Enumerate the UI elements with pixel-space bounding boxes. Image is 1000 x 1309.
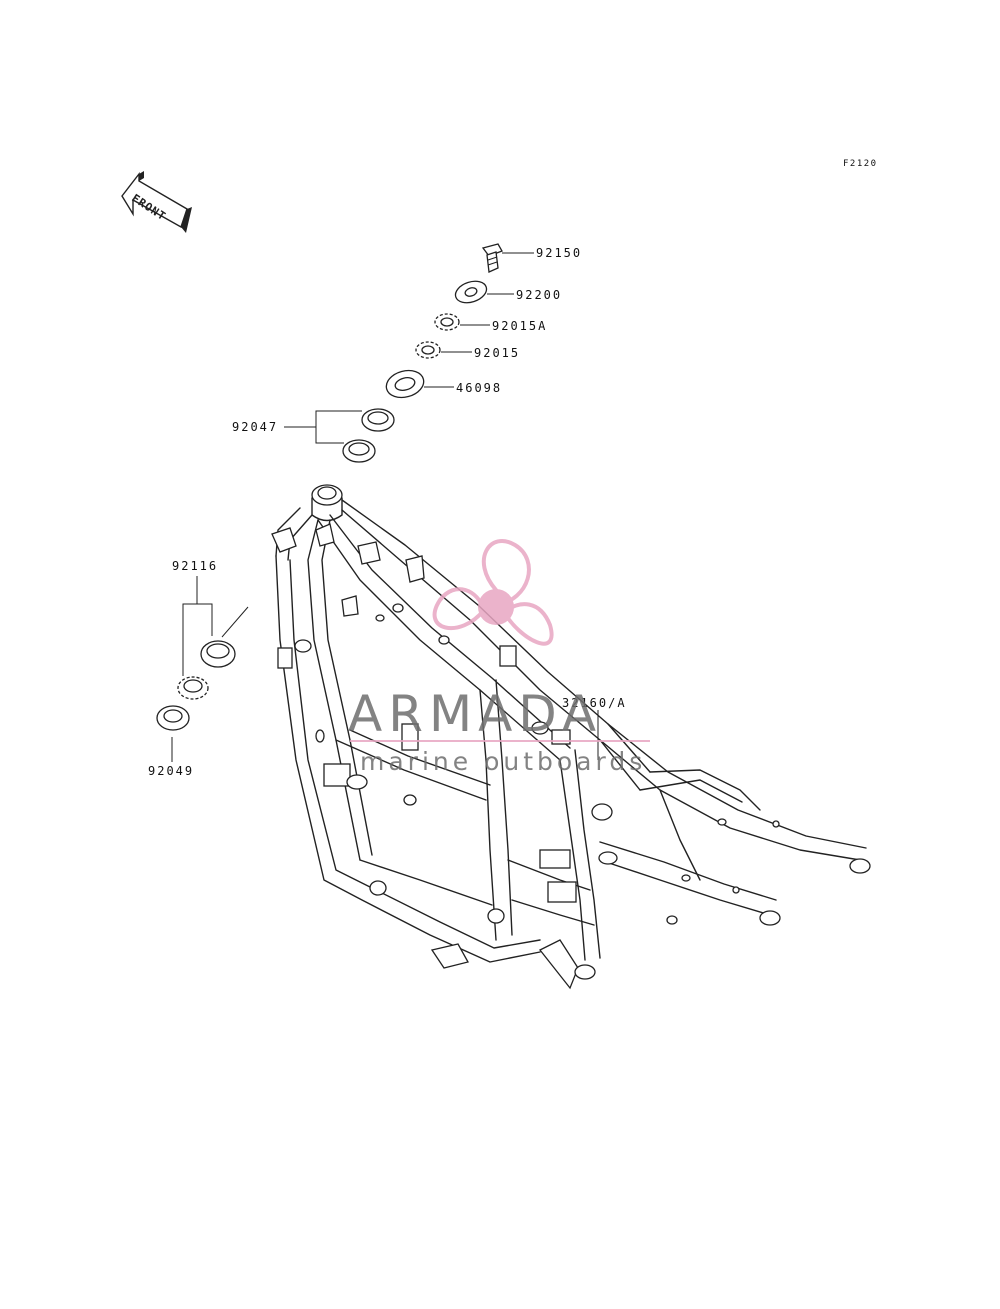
- part-washer-92200: [454, 280, 488, 304]
- callout-92200: 92200: [516, 288, 562, 302]
- callout-92047: 92047: [232, 420, 278, 434]
- propeller-logo-icon: [432, 539, 554, 646]
- callout-92015A: 92015A: [492, 319, 547, 333]
- callout-92015: 92015: [474, 346, 520, 360]
- part-bolt-92150: [481, 243, 503, 273]
- part-nut-92015: [415, 341, 441, 359]
- watermark-tagline: marine outboards: [360, 747, 646, 776]
- callout-92049: 92049: [148, 764, 194, 778]
- front-direction-arrow-icon: FRONT: [121, 171, 192, 233]
- figure-code: F2120: [843, 159, 878, 169]
- callout-leaders: [171, 252, 599, 762]
- part-seal-92049: [156, 705, 190, 731]
- part-nut-92116: [177, 676, 209, 700]
- part-bearing-lower-92047: [342, 439, 376, 463]
- part-race-92116: [200, 640, 236, 668]
- watermark: ARMADA marine outboards: [348, 539, 650, 776]
- callout-92150: 92150: [536, 246, 582, 260]
- frame-32160A: [271, 484, 871, 990]
- callout-92116: 92116: [172, 559, 218, 573]
- part-nut-92015A: [434, 313, 460, 331]
- part-seal-46098: [385, 369, 425, 399]
- part-bearing-upper-92047: [361, 408, 395, 432]
- watermark-brand: ARMADA: [348, 685, 602, 743]
- callout-32160A: 32160/A: [562, 696, 627, 710]
- callout-46098: 46098: [456, 381, 502, 395]
